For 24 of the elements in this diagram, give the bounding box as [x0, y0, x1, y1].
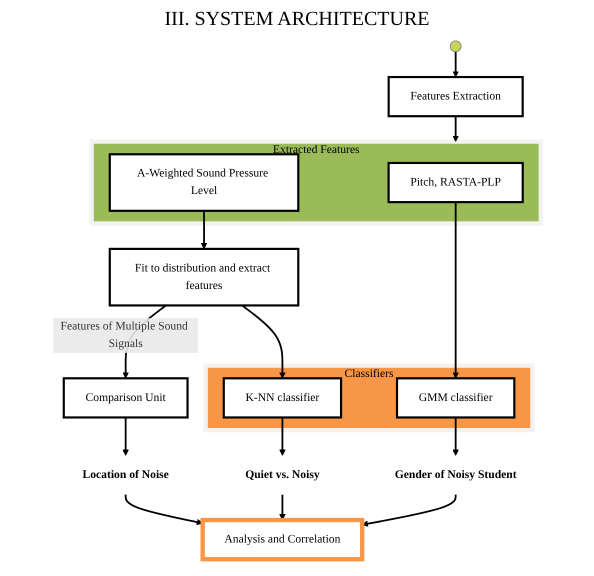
node-box: Analysis and Correlation — [200, 518, 364, 562]
picture — [450, 40, 462, 52]
arrow — [200, 210, 208, 250]
arrow — [452, 202, 459, 379]
node-text: Gender of Noisy Student — [394, 468, 517, 481]
node-box: K-NN classifier — [222, 377, 342, 419]
node-text: Quiet vs. Noisy — [245, 468, 320, 481]
arrow — [452, 52, 459, 78]
arrow — [452, 417, 459, 456]
node-box: Comparison Unit — [62, 377, 189, 419]
edge-label: Features of Multiple Sound Signals — [60, 320, 188, 350]
arrow — [452, 116, 459, 142]
node-box: Pitch, RASTA-PLP — [388, 162, 524, 204]
node-box: Fit to distribution and extract features — [108, 248, 300, 307]
node-text: Location of Noise — [82, 468, 169, 481]
arrow — [124, 494, 203, 526]
node-box: Features Extraction — [388, 76, 524, 118]
arrow — [279, 417, 286, 456]
arrow — [122, 417, 129, 456]
arrow — [241, 304, 286, 379]
node-box: GMM classifier — [396, 377, 516, 419]
node-box: A-Weighted Sound Pressure Level — [108, 153, 300, 212]
arrow — [279, 494, 286, 520]
diagram-title: III. SYSTEM ARCHITECTURE — [164, 8, 430, 31]
